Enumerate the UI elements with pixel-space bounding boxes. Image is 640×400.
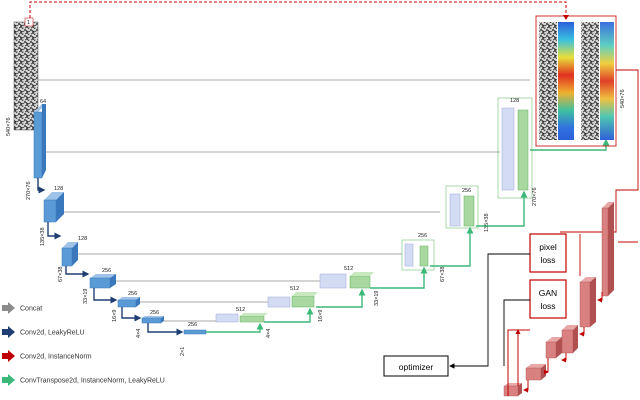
encoder-block-6 bbox=[141, 316, 164, 324]
decoder-channel-1: 512 bbox=[236, 307, 245, 313]
encoder-channel-5: 256 bbox=[128, 291, 137, 297]
decoder-arrows bbox=[206, 138, 610, 333]
disc-arrows bbox=[507, 292, 603, 396]
gan-loss-line2: loss bbox=[540, 301, 555, 311]
legend-label-3: Conv2d, InstanceNorm bbox=[20, 354, 92, 361]
decoder-channel-2: 512 bbox=[290, 286, 299, 292]
decoder-channel-6: 128 bbox=[510, 98, 519, 104]
decoder-block-1 bbox=[215, 313, 268, 323]
decoder-channel-5: 256 bbox=[462, 188, 471, 194]
pixel-loss-line2: loss bbox=[540, 255, 555, 265]
disc-block-5 bbox=[525, 364, 546, 381]
disc-block-3 bbox=[561, 325, 578, 354]
decoder-block-6 bbox=[497, 97, 533, 199]
optimizer-box: optimizer bbox=[383, 355, 449, 377]
disc-block-1 bbox=[601, 202, 614, 297]
encoder-block-3 bbox=[61, 242, 78, 267]
gan-loss-box: GAN loss bbox=[529, 279, 567, 319]
bottleneck-channel: 256 bbox=[188, 322, 197, 328]
decoder-channel-4: 256 bbox=[418, 233, 427, 239]
legend-label-4: ConvTranspose2d, InstanceNorm, LeakyReLU bbox=[20, 378, 165, 385]
legend-arrow-icon-4 bbox=[2, 374, 15, 386]
decoder-size-4: 67×38 bbox=[440, 267, 446, 282]
legend-arrow-icon-1 bbox=[2, 302, 15, 314]
disc-block-2 bbox=[579, 277, 596, 328]
decoder-block-2 bbox=[267, 292, 318, 308]
input-size-label: 540×76 bbox=[6, 117, 12, 136]
encoder-block-4 bbox=[89, 274, 116, 289]
encoder-channel-1: 64 bbox=[40, 99, 46, 105]
gan-loss-line1: GAN bbox=[539, 288, 557, 298]
encoder-channel-6: 256 bbox=[150, 310, 159, 316]
encoder-size-6: 4×4 bbox=[136, 329, 142, 338]
legend-label-2: Conv2d, LeakyReLU bbox=[20, 330, 85, 337]
legend-arrow-icon-2 bbox=[2, 326, 15, 338]
decoder-channel-3: 512 bbox=[344, 266, 353, 272]
encoder-channel-4: 256 bbox=[102, 268, 111, 274]
encoder-arrows bbox=[37, 178, 184, 336]
output-size-label: 540×76 bbox=[620, 89, 626, 108]
decoder-size-6: 270×76 bbox=[532, 187, 538, 206]
encoder-channel-3: 128 bbox=[78, 236, 87, 242]
encoder-size-1: 270×76 bbox=[26, 181, 32, 200]
optimizer-label: optimizer bbox=[399, 362, 434, 372]
optimizer-arrows bbox=[449, 253, 530, 369]
encoder-block-5 bbox=[117, 297, 140, 308]
input-channel-label: 1 bbox=[27, 20, 30, 26]
decoder-size-3: 33×19 bbox=[374, 291, 380, 306]
legend-arrow-icon-3 bbox=[2, 350, 15, 362]
encoder-size-2: 135×38 bbox=[40, 227, 46, 246]
encoder-block-1 bbox=[33, 104, 46, 179]
encoder-size-4: 33×19 bbox=[83, 289, 89, 304]
encoder-size-3: 67×38 bbox=[58, 267, 64, 282]
decoder-size-5: 135×38 bbox=[484, 213, 490, 232]
decoder-block-4 bbox=[401, 239, 435, 271]
decoder-size-2: 16×9 bbox=[318, 310, 324, 322]
decoder-block-3 bbox=[319, 272, 374, 289]
encoder-size-5: 16×9 bbox=[112, 310, 118, 322]
encoder-block-2 bbox=[43, 192, 64, 223]
encoder-channel-2: 128 bbox=[54, 186, 63, 192]
output-images bbox=[535, 15, 617, 147]
pixel-loss-box: pixel loss bbox=[529, 233, 567, 273]
disc-block-6 bbox=[503, 383, 522, 397]
decoder-block-5 bbox=[445, 185, 479, 229]
legend-label-1: Concat bbox=[20, 306, 42, 313]
bottleneck-size: 2×1 bbox=[180, 347, 186, 356]
bottleneck-block bbox=[183, 329, 207, 335]
pixel-loss-line1: pixel bbox=[539, 242, 557, 252]
disc-block-4 bbox=[545, 337, 562, 359]
decoder-size-1: 4×4 bbox=[266, 329, 272, 338]
dashed-feedback-line bbox=[29, 1, 567, 18]
